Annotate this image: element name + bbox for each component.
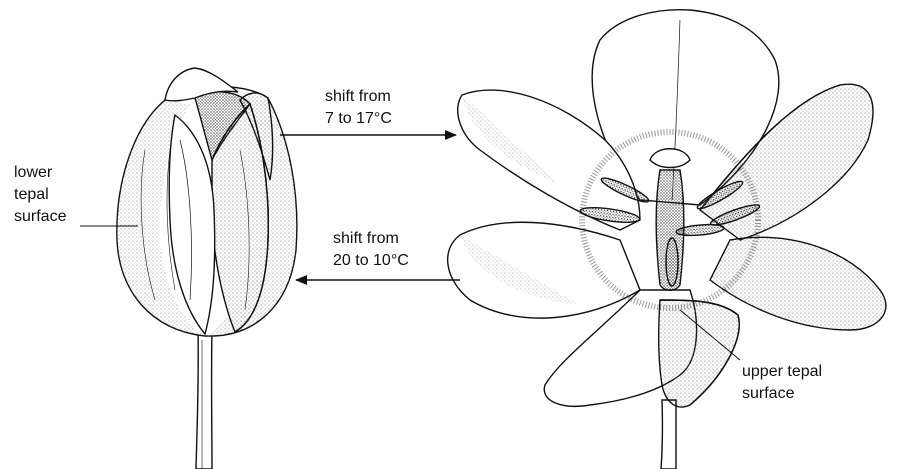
label-line: shift from bbox=[325, 86, 392, 108]
label-line: 20 to 10°C bbox=[333, 250, 409, 272]
label-shift-close: shift from 20 to 10°C bbox=[333, 228, 409, 272]
closed-tulip-stem bbox=[196, 330, 212, 469]
label-line: tepal bbox=[14, 184, 66, 206]
label-shift-open: shift from 7 to 17°C bbox=[325, 86, 392, 130]
label-lower-tepal-surface: lower tepal surface bbox=[14, 162, 66, 228]
closed-tulip bbox=[117, 68, 297, 469]
label-upper-tepal-surface: upper tepal surface bbox=[742, 361, 822, 405]
label-line: upper tepal bbox=[742, 361, 822, 383]
label-line: surface bbox=[14, 206, 66, 228]
label-line: shift from bbox=[333, 228, 409, 250]
label-line: lower bbox=[14, 162, 66, 184]
open-petal-front bbox=[659, 300, 740, 407]
label-line: 7 to 17°C bbox=[325, 108, 392, 130]
label-line: surface bbox=[742, 383, 822, 405]
open-petal-left bbox=[448, 222, 640, 318]
open-tulip-stem bbox=[661, 400, 676, 469]
